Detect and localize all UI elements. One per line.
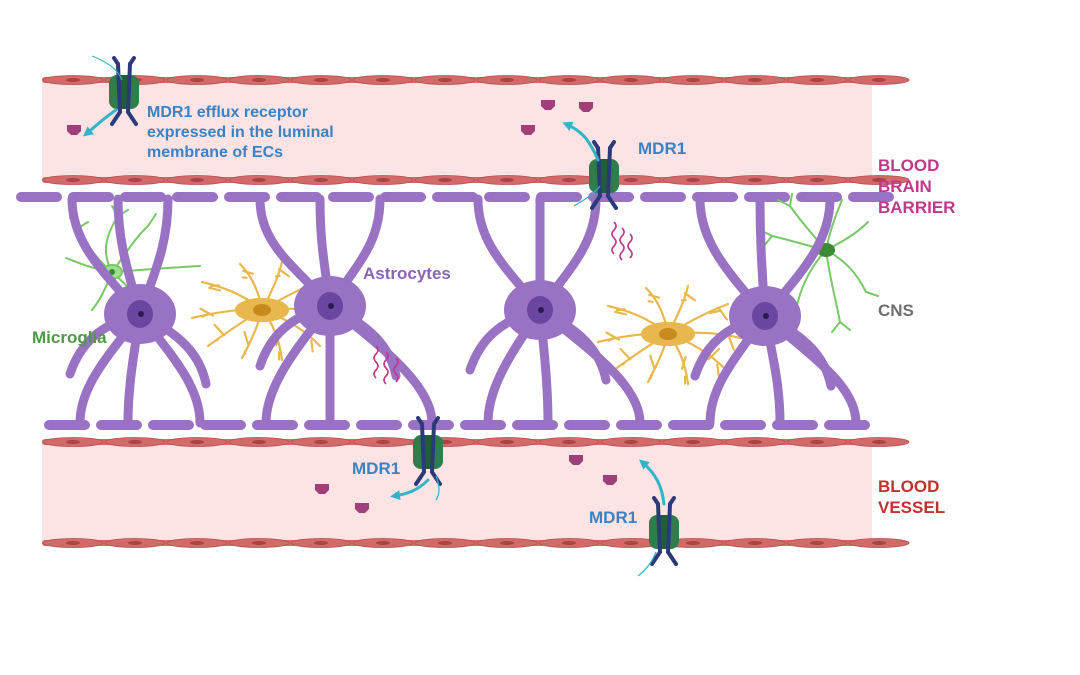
signal-squiggle-top: [611, 221, 633, 261]
drug-molecule: [67, 125, 81, 135]
blood-vessel-label: BLOOD VESSEL: [878, 476, 945, 518]
efflux-arrow-4: [638, 459, 666, 506]
bottom-endothelium-upper: [42, 437, 910, 447]
efflux-arrow-3: [390, 478, 430, 501]
bbb-line3: BARRIER: [878, 198, 956, 217]
efflux-arrow-2: [562, 121, 600, 162]
mdr1-transporter: [413, 416, 443, 486]
cns-label: CNS: [878, 301, 914, 320]
drug-molecule: [541, 100, 555, 110]
mdr1-label-line2: expressed in the luminal: [147, 124, 334, 141]
astrocyte-cell: [690, 194, 861, 428]
mdr1-transporter: [109, 56, 139, 126]
top-blood-vessel: [42, 75, 910, 185]
mdr1-bottom-right-label: MDR1: [589, 508, 638, 527]
signal-squiggle-bottom: [373, 345, 399, 385]
astrocytes-label: Astrocytes: [363, 264, 451, 283]
drug-molecule: [569, 455, 583, 465]
astrocyte-cell: [255, 194, 437, 428]
efflux-arrow-1: [82, 108, 118, 137]
bbb-line2: BRAIN: [878, 177, 932, 196]
drug-molecule: [315, 484, 329, 494]
astrocyte-endfeet-bottom: [44, 420, 870, 430]
pericyte-cell: [596, 284, 742, 386]
drug-molecule: [521, 125, 535, 135]
bottom-blood-vessel: [42, 437, 910, 548]
drug-molecule: [355, 503, 369, 513]
astrocyte-cell: [465, 194, 645, 428]
microglia-label: Microglia: [32, 328, 107, 347]
drug-molecule: [579, 102, 593, 112]
mdr1-transporter: [589, 140, 619, 210]
astrocyte-cell: [65, 194, 211, 428]
mdr1-efflux-receptor-label: MDR1 efflux receptor expressed in the lu…: [147, 103, 334, 163]
vessel-line2: VESSEL: [878, 498, 946, 517]
mdr1-transporter: [649, 496, 679, 566]
drug-molecule: [603, 475, 617, 485]
mdr1-label-line3: membrane of ECs: [147, 144, 284, 161]
vessel-line1: BLOOD: [878, 477, 940, 496]
top-endothelium-lower: [42, 175, 910, 185]
mdr1-top-label: MDR1: [638, 139, 687, 158]
blood-brain-barrier-label: BLOOD BRAIN BARRIER: [878, 155, 955, 218]
bbb-line1: BLOOD: [878, 156, 940, 175]
mdr1-label-line1: MDR1 efflux receptor: [147, 104, 308, 121]
mdr1-bottom-left-label: MDR1: [352, 459, 401, 478]
